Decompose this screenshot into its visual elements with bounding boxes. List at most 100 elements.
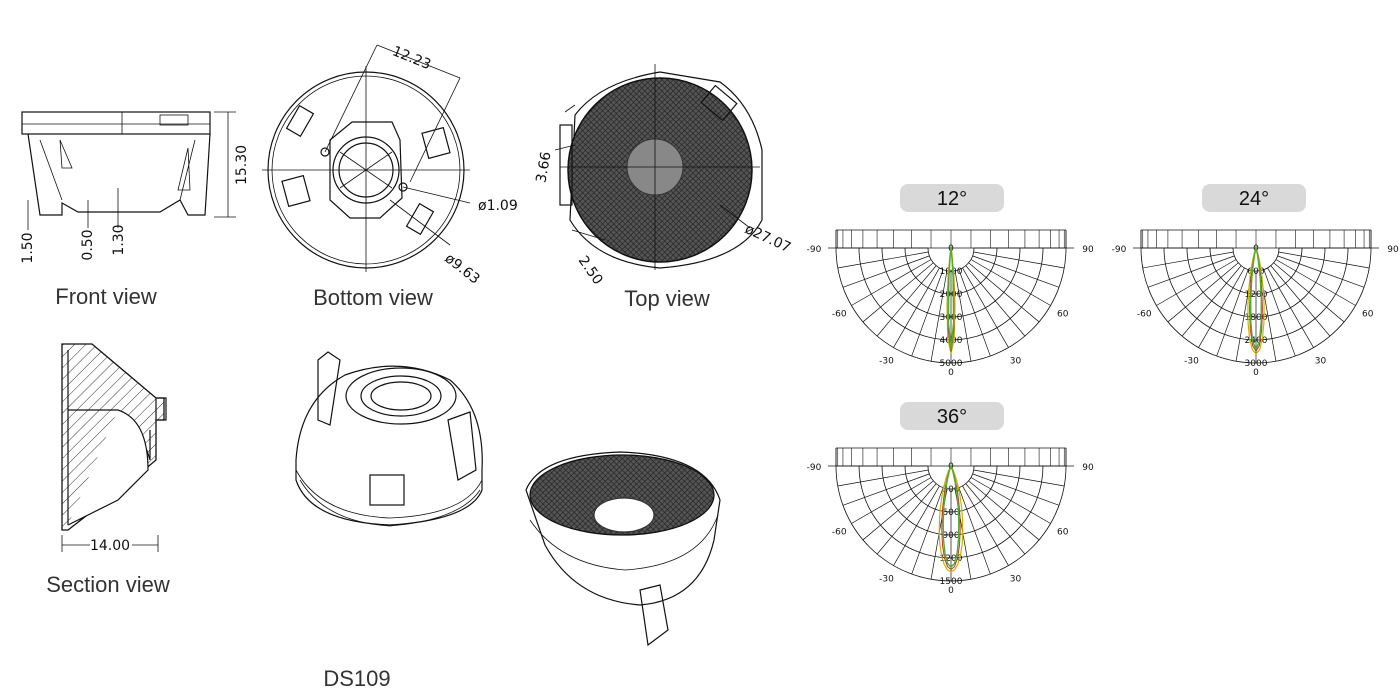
polar-spoke (1156, 259, 1237, 306)
beam-angle-label: 24° (1239, 188, 1269, 210)
model-label: DS109 (323, 666, 390, 691)
dim-12-23: 12.23 (390, 43, 433, 73)
dim-14-00: 14.00 (90, 538, 130, 554)
polar-ring-label: 3000 (940, 313, 963, 323)
beam-angle-pill (1202, 184, 1306, 212)
polar-spoke (842, 255, 930, 288)
polar-spoke (837, 469, 929, 487)
bottom-view-drawing: 12.23 ø1.09 ø9.63 (262, 43, 518, 288)
polar-spoke (972, 473, 1060, 506)
polar-angle-label: -90 (807, 463, 822, 473)
front-view-drawing: 15.30 1.50 0.50 1.30 (20, 111, 250, 264)
polar-spoke (968, 262, 1040, 323)
polar-spoke (911, 269, 944, 357)
polar-ring-label: 2000 (940, 290, 963, 300)
polar-spoke (842, 473, 930, 506)
polar-spoke (970, 477, 1051, 524)
polar-spoke (893, 267, 940, 348)
polar-spoke (876, 265, 937, 337)
polar-spoke (862, 480, 934, 541)
iso-view-bottom (525, 451, 721, 647)
section-view-label: Section view (46, 572, 170, 597)
polar-ring-label: 1000 (940, 267, 963, 277)
polar-angle-label: 0 (948, 368, 954, 378)
dim-3-66: 3.66 (533, 150, 554, 184)
polar-ring-label: 600 (1247, 267, 1264, 277)
polar-angle-label: 30 (1010, 357, 1022, 367)
dim-2-50: 2.50 (575, 253, 606, 288)
beam-angle-pill (900, 402, 1004, 430)
polar-spoke (970, 259, 1051, 306)
dim-1-50: 1.50 (20, 232, 36, 263)
polar-ring-label: 1500 (940, 577, 963, 587)
iso-view-top (295, 351, 483, 527)
polar-spoke (930, 270, 948, 362)
intensity-curve (1247, 246, 1265, 355)
polar-spoke (962, 485, 1009, 566)
intensity-curve (942, 463, 960, 569)
beam-angle-label: 36° (937, 406, 967, 428)
polar-spoke (1181, 265, 1242, 337)
polar-spoke (958, 269, 991, 357)
polar-angle-label: 60 (1057, 528, 1069, 538)
polar-spoke (1167, 262, 1239, 323)
polar-angle-label: -90 (1112, 245, 1127, 255)
polar-angle-label: -30 (879, 575, 894, 585)
top-view-label: Top view (624, 286, 710, 311)
polar-ring-label: 1200 (1245, 290, 1268, 300)
polar-angle-label: 90 (1082, 463, 1094, 473)
polar-spoke (1275, 259, 1356, 306)
top-view-drawing: 3.66 2.50 ø27.07 (533, 64, 793, 288)
polar-spoke (973, 251, 1065, 269)
polar-spoke (1147, 255, 1235, 288)
dim-d9-63: ø9.63 (442, 251, 483, 288)
polar-spoke (1142, 251, 1234, 269)
intensity-curve (938, 464, 964, 573)
dim-0-50: 0.50 (80, 229, 96, 260)
polar-ring (1232, 247, 1280, 272)
polar-spoke (837, 251, 929, 269)
polar-angle-label: 60 (1057, 310, 1069, 320)
polar-spoke (1263, 269, 1296, 357)
polar-ring-label: 5000 (940, 359, 963, 369)
dim-d27-07: ø27.07 (742, 221, 793, 256)
polar-spoke (1267, 267, 1314, 348)
polar-angle-label: -30 (879, 357, 894, 367)
polar-angle-label: 90 (1387, 245, 1399, 255)
polar-angle-label: 0 (1253, 368, 1259, 378)
dim-15-30: 15.30 (234, 145, 250, 185)
polar-spoke (972, 255, 1060, 288)
polar-spoke (1216, 269, 1249, 357)
polar-ring-label: 300 (942, 485, 959, 495)
beam-angle-label: 12° (937, 188, 967, 210)
polar-angle-label: -60 (832, 310, 847, 320)
polar-angle-label: 30 (1315, 357, 1327, 367)
polar-angle-label: -60 (832, 528, 847, 538)
polar-ring-label: 900 (942, 531, 959, 541)
polar-ring-label: 3000 (1245, 359, 1268, 369)
polar-ring-label: 600 (942, 508, 959, 518)
polar-spoke (965, 483, 1026, 555)
section-view-drawing: 14.00 (61, 343, 167, 554)
polar-ring-label: 1200 (940, 554, 963, 564)
polar-angle-label: 90 (1082, 245, 1094, 255)
polar-angle-label: -30 (1184, 357, 1199, 367)
polar-ring-label: 1800 (1245, 313, 1268, 323)
polar-angle-label: -60 (1137, 310, 1152, 320)
polar-spoke (958, 487, 991, 575)
polar-spoke (851, 477, 932, 524)
polar-spoke (962, 267, 1009, 348)
polar-spoke (1198, 267, 1245, 348)
polar-ring (927, 465, 975, 490)
polar-angle-label: -90 (807, 245, 822, 255)
polar-angle-label: 0 (948, 586, 954, 596)
polar-spoke (968, 480, 1040, 541)
polar-spoke (911, 487, 944, 575)
polar-spoke (973, 469, 1065, 487)
polar-spoke (862, 262, 934, 323)
polar-ring (927, 247, 975, 272)
dim-d1-09: ø1.09 (478, 198, 518, 214)
